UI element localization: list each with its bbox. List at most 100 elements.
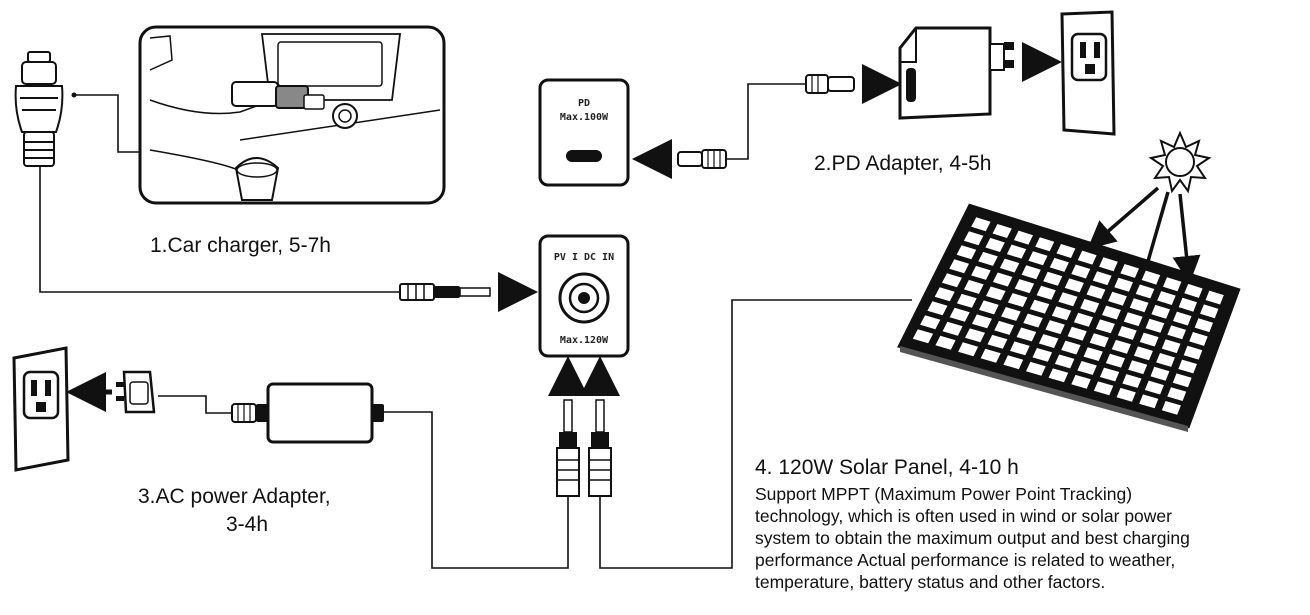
solar-cell xyxy=(963,231,984,246)
solar-cell xyxy=(1172,373,1192,388)
ac-adapter-label-line1: 3.AC power Adapter, xyxy=(138,485,331,508)
solar-cell xyxy=(1183,345,1203,360)
solar-cell xyxy=(1167,325,1186,340)
solar-cell xyxy=(999,258,1020,273)
dc-port-label: PV I DC IN xyxy=(554,252,614,263)
solar-cell xyxy=(980,348,1001,363)
wall-outlet-icon xyxy=(12,346,70,472)
solar-desc-line: performance Actual performance is relate… xyxy=(755,550,1176,570)
car-charger-label: 1.Car charger, 5-7h xyxy=(150,234,331,257)
solar-cell xyxy=(1071,374,1091,389)
solar-cell xyxy=(1200,304,1219,319)
solar-cell xyxy=(1045,320,1065,335)
solar-cell xyxy=(912,329,934,344)
solar-cell xyxy=(956,245,977,260)
solar-cell xyxy=(978,251,998,266)
ac-power-brick-icon xyxy=(231,382,384,444)
solar-cell xyxy=(1161,339,1181,354)
pd-port-max: Max.100W xyxy=(560,112,609,123)
solar-cell xyxy=(1028,251,1048,266)
solar-desc-line: Support MPPT (Maximum Power Point Tracki… xyxy=(755,484,1133,504)
solar-cell xyxy=(956,293,977,308)
solar-cell xyxy=(1036,285,1056,300)
usb-c-connector-icon xyxy=(677,149,727,169)
solar-cell xyxy=(1001,307,1021,321)
solar-cell xyxy=(1086,285,1106,299)
solar-cell xyxy=(1048,368,1069,383)
pd-adapter-label: 2.PD Adapter, 4-5h xyxy=(814,152,992,175)
solar-cell xyxy=(1051,306,1072,321)
pd-port-panel: PD Max.100W xyxy=(538,78,630,187)
solar-cell xyxy=(1108,291,1127,306)
solar-cell xyxy=(1157,291,1176,305)
solar-cell xyxy=(1092,271,1112,286)
solar-cell xyxy=(1061,340,1081,355)
car-interior-icon xyxy=(138,25,446,205)
solar-cell xyxy=(1029,299,1050,314)
solar-cell xyxy=(1067,326,1087,341)
car-charger-plug-icon xyxy=(14,51,64,167)
solar-cell xyxy=(1129,298,1149,313)
solar-cell xyxy=(1038,334,1059,348)
solar-cell xyxy=(986,286,1006,301)
solar-cell xyxy=(1145,318,1165,333)
solar-cell xyxy=(1120,264,1139,278)
dc-connector-icon xyxy=(556,399,580,497)
solar-cell xyxy=(1184,283,1203,298)
solar-cell xyxy=(927,301,948,316)
solar-cell xyxy=(992,272,1013,287)
solar-cell xyxy=(1083,347,1103,361)
solar-cell xyxy=(1122,374,1142,388)
solar-cell xyxy=(1128,360,1148,375)
solar-cell xyxy=(972,314,992,329)
solar-cell xyxy=(1073,312,1093,327)
solar-cell xyxy=(1077,361,1097,375)
solar-panel-label: 4. 120W Solar Panel, 4-10 h xyxy=(755,456,1019,479)
solar-cell xyxy=(1144,380,1164,395)
solar-cell xyxy=(987,334,1008,349)
solar-cell xyxy=(1043,271,1063,286)
solar-panel-icon xyxy=(897,203,1241,432)
solar-cell xyxy=(994,320,1014,335)
solar-cell xyxy=(979,300,999,315)
solar-cell xyxy=(992,224,1012,238)
solar-cell xyxy=(965,328,985,343)
solar-cell xyxy=(1163,277,1182,292)
solar-cell xyxy=(1056,244,1076,258)
solar-cell xyxy=(985,237,1005,252)
solar-cell xyxy=(1105,353,1125,368)
solar-cell xyxy=(1021,265,1041,280)
solar-cell xyxy=(1135,284,1155,299)
solar-cell xyxy=(1095,319,1115,334)
solar-cell xyxy=(1006,244,1027,259)
solar-cell xyxy=(1049,257,1069,272)
sun-icon xyxy=(1148,130,1212,194)
solar-cell xyxy=(1123,312,1143,327)
solar-cell xyxy=(1099,257,1118,272)
solar-cell xyxy=(1161,401,1181,415)
solar-cell xyxy=(1054,354,1075,369)
ac-plug-icon xyxy=(116,370,156,414)
solar-cell xyxy=(1156,353,1175,367)
solar-cell xyxy=(934,287,955,302)
solar-cell xyxy=(1071,264,1091,279)
solar-cell xyxy=(1013,230,1033,245)
dc-port-panel: PV I DC IN Max.120W xyxy=(538,234,630,358)
solar-cell xyxy=(1194,318,1213,333)
solar-cell xyxy=(971,217,991,232)
solar-cell xyxy=(958,342,979,357)
solar-desc-line: system to obtain the maximum output and … xyxy=(755,528,1190,548)
solar-cell xyxy=(1007,293,1028,307)
solar-cell xyxy=(964,279,984,294)
solar-cell xyxy=(1139,394,1159,409)
solar-cell xyxy=(1026,361,1046,376)
solar-cell xyxy=(1205,290,1224,305)
arrow-icon xyxy=(1172,193,1201,284)
solar-cell xyxy=(1114,277,1133,292)
solar-cell xyxy=(942,321,963,336)
dc-connector-icon xyxy=(588,399,612,497)
arrow-icon xyxy=(1087,186,1160,250)
solar-cell xyxy=(1102,305,1121,320)
solar-cell xyxy=(1064,278,1084,293)
usb-c-connector-icon xyxy=(805,74,855,94)
